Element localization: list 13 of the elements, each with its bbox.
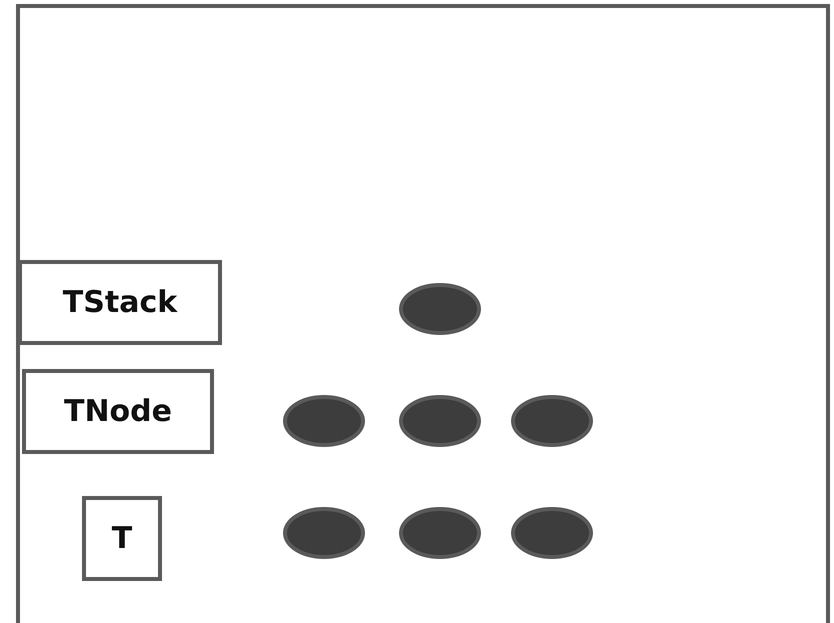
label-box <box>22 369 214 454</box>
ellipse-shape <box>283 507 365 559</box>
ellipse-shape <box>511 395 593 447</box>
ellipse-shape <box>399 395 481 447</box>
ellipse-shape <box>511 507 593 559</box>
ellipse-shape <box>399 283 481 335</box>
label-box <box>18 260 222 345</box>
label-box <box>82 496 162 581</box>
box-label: TStack <box>62 285 178 320</box>
ellipse-shape <box>399 507 481 559</box>
ellipse-shape <box>283 395 365 447</box>
box-label: TNode <box>64 394 172 429</box>
box-label: T <box>112 521 132 556</box>
